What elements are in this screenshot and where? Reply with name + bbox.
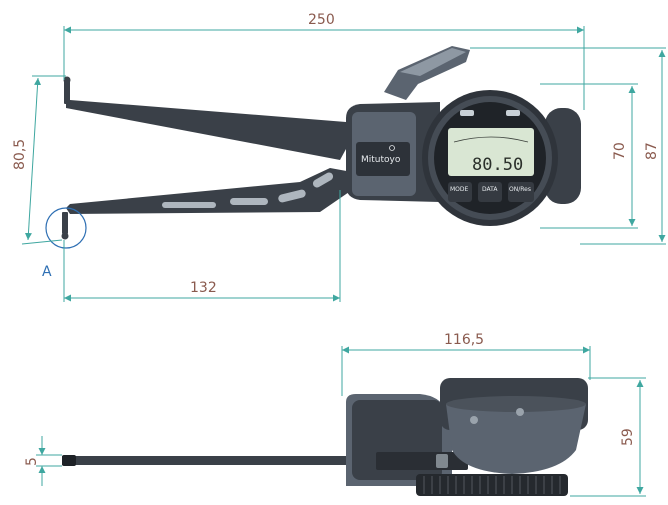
mode-button-label: MODE xyxy=(450,186,469,193)
lcd-screen xyxy=(448,128,534,176)
dim-depth: 116,5 xyxy=(341,332,591,396)
lcd-scale xyxy=(453,136,529,143)
dim-height-70: 70 xyxy=(540,83,638,229)
dim-overall-length: 250 xyxy=(63,12,585,110)
dial-buttons: MODE DATA ON/Res xyxy=(448,182,534,202)
dial-top-button-right xyxy=(506,110,520,116)
dim-arm-thickness: 5 xyxy=(24,436,62,486)
dim-overall-length-label: 250 xyxy=(308,12,335,28)
dim-side-height-label: 59 xyxy=(620,428,636,446)
onres-button xyxy=(508,182,534,202)
dim-arm-length-label: 132 xyxy=(190,280,217,296)
onres-button-label: ON/Res xyxy=(509,186,531,193)
detail-marker-label: A xyxy=(42,264,52,280)
brand-plate xyxy=(356,142,410,176)
side-arm xyxy=(62,456,352,465)
dim-height-70-label: 70 xyxy=(612,142,628,160)
dim-jaw-spread-label: 80,5 xyxy=(12,139,28,170)
dim-height-87: 87 xyxy=(470,47,666,245)
side-clip xyxy=(376,452,468,470)
knurling xyxy=(423,476,561,494)
side-dial-bowl xyxy=(446,404,586,474)
mode-button xyxy=(448,182,472,202)
side-screw-left xyxy=(470,416,478,424)
brand-label: Mitutoyo xyxy=(361,155,401,165)
lower-tip-ball xyxy=(61,232,69,240)
arm-slot-2 xyxy=(230,198,268,205)
arm-slot-3 xyxy=(278,189,306,203)
lower-arm xyxy=(66,168,352,214)
dim-depth-label: 116,5 xyxy=(444,332,484,348)
data-button xyxy=(478,182,502,202)
dim-height-87-label: 87 xyxy=(644,142,660,160)
arm-slot-4 xyxy=(312,172,334,188)
arm-slot-1 xyxy=(162,202,216,208)
detail-circle xyxy=(45,207,87,249)
top-view: A Mitutoyo 80.50 MODE DATA ON/Res xyxy=(42,46,581,280)
lever-highlight xyxy=(400,48,466,76)
lower-tip xyxy=(62,212,68,234)
side-dial-rim xyxy=(446,396,586,412)
side-arm-tip xyxy=(62,455,76,466)
dim-jaw-spread: 80,5 xyxy=(12,75,66,245)
side-view xyxy=(62,378,588,496)
dim-arm-length: 132 xyxy=(63,190,341,302)
upper-tip-ball xyxy=(63,76,71,84)
upper-tip xyxy=(64,80,70,104)
dial-top-button-left xyxy=(460,110,474,116)
dim-arm-thickness-label: 5 xyxy=(24,457,40,466)
logo-icon xyxy=(389,145,395,151)
lcd-reading: 80.50 xyxy=(472,155,523,175)
data-button-label: DATA xyxy=(482,186,498,193)
side-clip-knob xyxy=(436,454,448,468)
side-screw-right xyxy=(516,408,524,416)
dim-side-height: 59 xyxy=(570,377,646,497)
upper-arm xyxy=(66,100,352,160)
knurled-ring xyxy=(416,474,568,496)
